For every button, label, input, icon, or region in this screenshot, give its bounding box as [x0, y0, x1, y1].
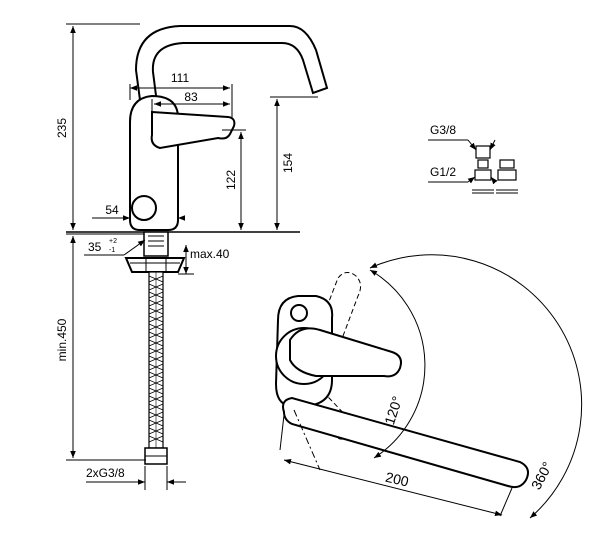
faucet-top-view — [274, 254, 583, 519]
dim-200: 200 — [384, 469, 411, 490]
dim-35-tol-plus: +2 — [109, 238, 117, 245]
dim-35-tol-minus: -1 — [109, 247, 115, 254]
label-g12: G1/2 — [430, 165, 456, 179]
dim-235: 235 — [55, 118, 69, 138]
dim-2xg38: 2xG3/8 — [86, 466, 125, 480]
faucet-front-view — [66, 25, 329, 465]
dim-min450: min.450 — [55, 318, 69, 361]
fixing-nut — [124, 257, 186, 273]
dim-122: 122 — [224, 170, 238, 190]
base-knob — [131, 195, 157, 221]
handle-ghost-rotated — [317, 272, 362, 345]
label-g38: G3/8 — [430, 123, 456, 137]
dim-154: 154 — [281, 153, 295, 173]
dim-360: 360° — [528, 459, 556, 492]
angle-arc-120 — [369, 269, 426, 459]
front-dimensions: 235 111 83 154 122 54 35 +2 -1 max.40 — [55, 23, 318, 490]
dim-35: 35 — [88, 240, 102, 254]
dim-max40: max.40 — [190, 247, 230, 261]
swivel-arc-360 — [369, 254, 583, 519]
top-lever — [289, 327, 402, 378]
dim-111: 111 — [171, 71, 190, 85]
dim-83: 83 — [184, 90, 198, 104]
lever-handle — [150, 110, 236, 150]
dim-120: 120° — [381, 394, 405, 426]
dim-54: 54 — [105, 203, 119, 217]
adapter-detail: G3/8 G1/2 — [428, 123, 518, 194]
braided-hoses — [148, 271, 164, 449]
